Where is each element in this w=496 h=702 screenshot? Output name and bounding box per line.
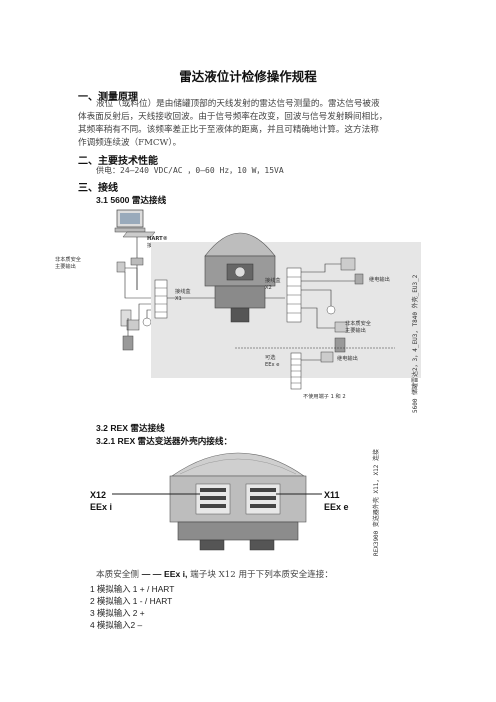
- x11-label: X11: [324, 490, 340, 500]
- section-3-2-heading: 3.2 REX 雷达接线: [96, 423, 165, 433]
- field-device-icon: [126, 319, 140, 331]
- relay-output-label: 继电输出: [369, 275, 390, 283]
- junction-box-x2-code: X2: [265, 285, 272, 291]
- eexe-optional-label: 可选: [265, 353, 275, 361]
- wiring-diagram-5600: HART® 接口 非本质安全 主要输出 接线盒 X1: [55, 209, 421, 413]
- junction-box-x1-label: 接线盒: [175, 287, 191, 295]
- eexe-optional-label-2: EEx e: [265, 362, 279, 368]
- non-is-label: 非本质安全: [55, 255, 82, 263]
- relay-unit-icon: [340, 257, 356, 271]
- body-line: 液位（或料位）是由储罐顶部的天线发射的雷达信号测量的。雷达信号被液: [96, 99, 380, 109]
- hart-label: HART®: [147, 236, 168, 242]
- relay-unit-icon-2: [320, 351, 334, 363]
- safe-side-code: EEx i,: [164, 569, 188, 579]
- radar-gauge-head: [204, 232, 276, 323]
- nonsafe-main-label: 非本质安全: [345, 319, 372, 327]
- list-item: 3 模拟输入 2 +: [90, 608, 145, 618]
- rex-housing-diagram: X12 EEx i X11 EEx e REX3900 变送器外壳 X11, X…: [90, 449, 380, 556]
- section-2-heading: 二、主要技术性能: [78, 156, 158, 167]
- ac-source-icon: [142, 317, 152, 327]
- handheld-communicator-icon: [122, 335, 134, 351]
- section-3-heading: 三、接线: [78, 183, 118, 194]
- figure-1-side-caption: 5600 储罐雷达2，3，4_EU3, T840 外壳_EU3_2: [411, 274, 419, 413]
- nonsafe-main-label-2: 主要输出: [345, 326, 366, 334]
- junction-box-x1-code: X1: [175, 296, 182, 302]
- safe-side-rest: 端子块 X12 用于下列本质安全连接：: [187, 570, 333, 580]
- terminal-block-eexe: [290, 352, 302, 390]
- safe-side-label: 本质安全侧: [96, 570, 139, 580]
- junction-box-x2-label: 接线盒: [265, 276, 281, 284]
- x12-label: X12: [90, 490, 106, 500]
- body-line: 作调频连续波（FMCW）。: [78, 138, 182, 148]
- power-source-icon: [354, 273, 364, 285]
- x11-sub-label: EEx e: [324, 502, 349, 512]
- ac-source-icon-right: [326, 305, 336, 315]
- section-1-heading: 一、测量原理: [78, 92, 138, 103]
- figure-2-side-caption: REX3900 变送器外壳 X11, X12 连接: [372, 449, 380, 556]
- keyboard-icon: [122, 231, 156, 238]
- body-line: 其频率稍有不同。该频率差正比于至液体的距离，并且可精确地计算。这方法称: [78, 125, 379, 135]
- safe-side-line: 本质安全侧 — — EEx i, 端子块 X12 用于下列本质安全连接：: [96, 568, 436, 582]
- power-supply-icon: [116, 261, 126, 273]
- list-item: 4 模拟输入2 –: [90, 620, 143, 630]
- non-is-label-2: 主要输出: [55, 262, 76, 270]
- section-3-2-1-heading: 3.2.1 REX 雷达变送器外壳内接线：: [96, 436, 233, 446]
- handheld-communicator-icon-right: [334, 337, 346, 353]
- computer-icon: [114, 209, 146, 233]
- list-item: 1 模拟输入 1 + / HART: [90, 584, 175, 594]
- section-3-1-heading: 3.1 5600 雷达接线: [96, 195, 167, 205]
- rex-housing: [169, 452, 307, 551]
- power-spec-line: 供电：24—240 VDC/AC ，0—60 Hz，10 W，15VA: [96, 166, 284, 175]
- power-spec: 供电：24—240 VDC/AC ，0—60 Hz，10 W，15VA: [78, 164, 418, 177]
- terminal-block-x1: [154, 279, 168, 319]
- terminal-block-x2: [286, 267, 302, 323]
- section-1-body: 液位（或料位）是由储罐顶部的天线发射的雷达信号测量的。雷达信号被液 体表面反射后…: [78, 98, 418, 150]
- safe-side-dash: — —: [141, 569, 162, 579]
- indicator-icon: [120, 309, 132, 327]
- x12-sub-label: EEx i: [90, 502, 112, 512]
- relay-output-2-label: 继电输出: [337, 354, 358, 362]
- page-title: 雷达液位计检修操作规程: [179, 69, 317, 84]
- body-line: 体表面反射后，天线接收回波。由于信号频率在改变，回波与信号发射瞬间相比，: [78, 112, 388, 122]
- list-item: 2 模拟输入 1 - / HART: [90, 596, 173, 606]
- hart-modem-icon: [130, 257, 144, 266]
- field-device-icon-right: [334, 321, 348, 333]
- unused-terminals-label: 不使用端子 1 和 2: [303, 392, 346, 400]
